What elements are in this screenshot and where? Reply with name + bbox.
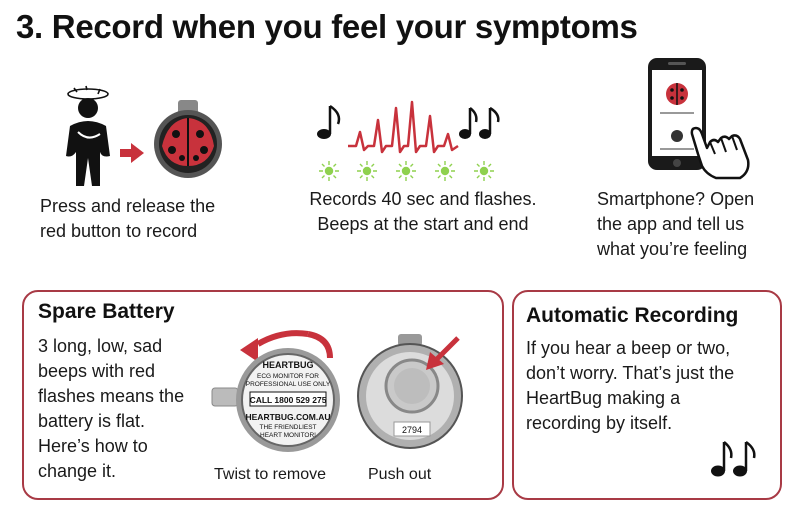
body-line: Here’s how to: [38, 436, 148, 456]
ecg-wave-icon: [348, 100, 459, 154]
push-caption: Push out: [368, 466, 432, 483]
device-call-number: CALL 1800 529 275: [250, 395, 327, 405]
device-website: HEARTBUG.COM.AU: [246, 412, 331, 422]
step1-caption: Press and release the red button to reco…: [40, 194, 250, 244]
body-line: change it.: [38, 461, 117, 481]
double-music-note-icon: [459, 106, 500, 139]
caption-line: Smartphone? Open: [597, 189, 755, 209]
dizzy-person-icon: [66, 85, 110, 186]
caption-line: Press and release the: [40, 196, 216, 216]
spare-battery-body: 3 long, low, sad beeps with red flashes …: [38, 334, 184, 484]
step3-caption: Smartphone? Open the app and tell us wha…: [597, 187, 792, 262]
double-music-note-icon: [711, 440, 756, 477]
automatic-recording-panel: Automatic Recording If you hear a beep o…: [512, 290, 782, 500]
device-label-line1: ECG MONITOR FOR: [257, 373, 319, 380]
spare-battery-title: Spare Battery: [38, 300, 175, 323]
automatic-recording-body: If you hear a beep or two, don’t worry. …: [526, 336, 734, 436]
caption-line: the app and tell us: [597, 214, 745, 234]
device-label-line2: PROFESSIONAL USE ONLY: [246, 381, 331, 388]
body-line: HeartBug making a: [526, 388, 681, 408]
caption-line: what you’re feeling: [597, 239, 748, 259]
device-back-image: HEARTBUG ECG MONITOR FOR PROFESSIONAL US…: [211, 330, 340, 452]
body-line: flashes means the: [38, 386, 185, 406]
smartphone-icon: [648, 58, 706, 170]
pointing-hand-icon: [690, 126, 750, 180]
caption-line: Beeps at the start and end: [317, 214, 529, 234]
device-tagline2: HEART MONITOR!: [260, 432, 316, 439]
arrow-right-icon: [120, 143, 144, 163]
spare-battery-panel: Spare Battery 3 long, low, sad beeps wit…: [22, 290, 504, 500]
body-line: recording by itself.: [526, 413, 673, 433]
step2-caption: Records 40 sec and flashes. Beeps at the…: [298, 187, 548, 237]
push-arrow-icon: [426, 336, 460, 370]
body-line: 3 long, low, sad: [38, 336, 163, 356]
twist-caption: Twist to remove: [214, 466, 327, 483]
music-note-icon: [317, 104, 341, 139]
page-title: 3. Record when you feel your symptoms: [16, 8, 638, 45]
caption-line: Records 40 sec and flashes.: [309, 189, 537, 209]
device-open-image: 2794: [357, 334, 463, 449]
body-line: If you hear a beep or two,: [526, 338, 731, 358]
caption-line: red button to record: [40, 221, 198, 241]
heartbug-device-icon: [154, 100, 222, 178]
device-brand: HEARTBUG: [263, 360, 314, 370]
body-line: don’t worry. That’s just the: [526, 363, 735, 383]
body-line: beeps with red: [38, 361, 156, 381]
device-tagline1: THE FRIENDLIEST: [259, 424, 316, 431]
device-serial: 2794: [402, 425, 422, 435]
automatic-recording-title: Automatic Recording: [526, 304, 739, 327]
twist-arrow-icon: [307, 331, 333, 359]
green-flash-icon: [319, 161, 494, 181]
body-line: battery is flat.: [38, 411, 146, 431]
